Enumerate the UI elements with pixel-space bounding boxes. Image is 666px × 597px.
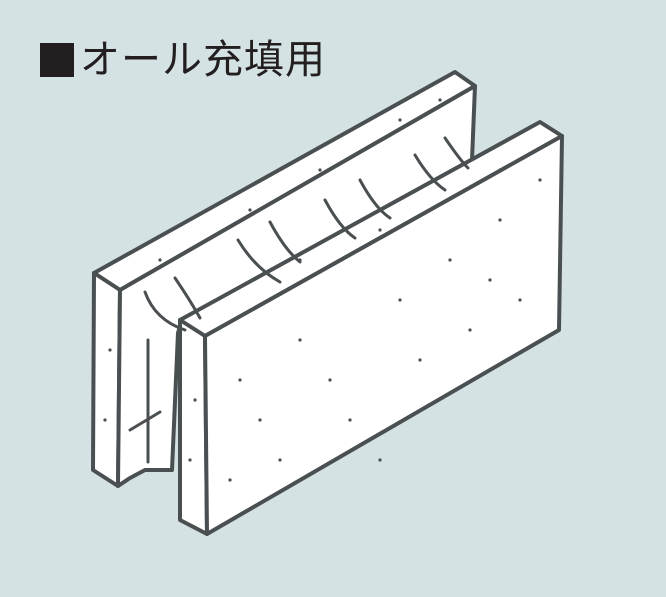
back-wall-end [91,271,122,488]
front-wall-end [178,318,209,536]
title-text: オール充填用 [80,37,326,83]
square-bullet-icon [40,43,74,77]
title-heading: オール充填用 [40,36,326,84]
front-wall-face [203,134,564,536]
